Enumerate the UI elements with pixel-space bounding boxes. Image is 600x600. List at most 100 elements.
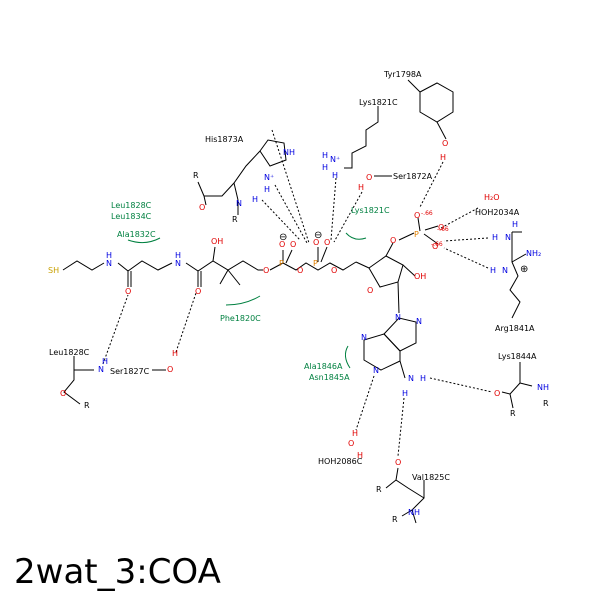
charge-2: -.66	[437, 226, 449, 233]
lys1844-nh: NH	[537, 383, 549, 392]
ser1827-h: H	[172, 349, 178, 358]
arg-h2: H	[492, 233, 498, 242]
hyd-ala1846a: Ala1846A	[304, 362, 343, 371]
val-r1: R	[376, 485, 382, 494]
ester-o: O	[263, 266, 269, 275]
arg-n2: N	[502, 266, 508, 275]
hyd-phe1820c: Phe1820C	[220, 314, 261, 323]
label-lys1844a: Lys1844A	[498, 352, 537, 361]
adenine-n3: N	[361, 333, 367, 342]
label-lys1821c: Lys1821C	[359, 98, 398, 107]
p1-o2: O	[290, 240, 296, 249]
hyd-leu1828c: Leu1828C	[111, 201, 152, 210]
hyd-leu1834c: Leu1834C	[111, 212, 152, 221]
bridge-o: O	[297, 266, 303, 275]
adenine-n1: N	[373, 366, 379, 375]
val-o: O	[395, 458, 401, 467]
p2-minus: ⊖	[314, 230, 322, 241]
p1-o1: O	[279, 240, 285, 249]
adenine-h6a: H	[420, 374, 426, 383]
ligand-bonds	[62, 79, 533, 524]
ser1872-o: O	[366, 173, 372, 182]
atom-labels: SH N H O N H O OH O P O O ⊖ O P O O ⊖ O …	[48, 139, 549, 524]
hyd-asn1845a: Asn1845A	[309, 373, 350, 382]
label-tyr1798a: Tyr1798A	[383, 70, 422, 79]
p3-o1: O	[414, 211, 420, 220]
adenine-n9: N	[395, 313, 401, 322]
lys-h1: H	[322, 151, 328, 160]
amide-h2: H	[175, 251, 181, 260]
arg-h3: H	[490, 266, 496, 275]
his-r2: R	[232, 215, 238, 224]
amide-n2: N	[175, 259, 181, 268]
label-leu1828c: Leu1828C	[49, 348, 90, 357]
his-backbone-h: H	[252, 195, 258, 204]
tyr-oh: O	[442, 139, 448, 148]
label-hoh2086c: HOH2086C	[318, 457, 363, 466]
p1-minus: ⊖	[279, 232, 287, 243]
ser1872-h: H	[358, 183, 364, 192]
leu-r: R	[84, 401, 90, 410]
amide-o2: O	[195, 287, 201, 296]
hydrophobic-labels: Leu1828C Leu1834C Ala1832C Lys1821C Phe1…	[111, 201, 390, 382]
p3-o3: O	[432, 242, 438, 251]
his-h: H	[264, 185, 270, 194]
hoh2086-h2: H	[357, 451, 363, 460]
label-his1873a: His1873A	[205, 135, 244, 144]
label-arg1841a: Arg1841A	[495, 324, 535, 333]
pantoate-oh: OH	[211, 237, 223, 246]
label-val1825c: Val1825C	[412, 473, 450, 482]
ribose-o5: O	[331, 266, 337, 275]
amide-n1: N	[106, 259, 112, 268]
tyr-h: H	[440, 153, 446, 162]
arg-nh2: NH₂	[526, 249, 541, 258]
water-2034: H₂O	[484, 193, 500, 202]
hyd-ala1832c: Ala1832C	[117, 230, 156, 239]
leu-n: N	[98, 365, 104, 374]
amide-h1: H	[106, 251, 112, 260]
his-nplus: N⁺	[264, 173, 274, 182]
adenine-n6: N	[408, 374, 414, 383]
ribose-oh: OH	[414, 272, 426, 281]
his-carbonyl-o: O	[199, 203, 205, 212]
adenine-n7: N	[416, 317, 422, 326]
p2-o2: O	[324, 238, 330, 247]
hoh2086-h1: H	[352, 429, 358, 438]
phosphate-p3: P	[414, 230, 419, 239]
residue-labels: Tyr1798A Lys1821C His1873A Ser1872A HOH2…	[49, 70, 537, 482]
lys-nplus: N⁺	[330, 155, 340, 164]
leu-h: H	[102, 357, 108, 366]
hydrophobic-arcs	[127, 232, 367, 369]
lys1844-r1: R	[510, 409, 516, 418]
diagram-caption: 2wat_3:COA	[14, 552, 221, 592]
ribose-o3: O	[390, 236, 396, 245]
ribose-ring-o: O	[367, 286, 373, 295]
ser1827-o: O	[167, 365, 173, 374]
lys-h2: H	[322, 163, 328, 172]
lys1844-r2: R	[543, 399, 549, 408]
label-hoh2034a: HOH2034A	[475, 208, 520, 217]
arg-plus: ⊕	[520, 264, 528, 275]
lys-h3: H	[332, 171, 338, 180]
phosphate-p1: P	[279, 259, 284, 268]
p3-o2: O	[438, 223, 444, 232]
arg-n1: N	[505, 233, 511, 242]
his-backbone-n: N	[236, 199, 242, 208]
p2-o1: O	[313, 238, 319, 247]
phosphate-p2: P	[313, 259, 318, 268]
leu-o: O	[60, 389, 66, 398]
label-ser1827c: Ser1827C	[110, 367, 150, 376]
hydrogen-bonds	[102, 129, 493, 457]
thiol-label: SH	[48, 266, 59, 275]
hyd-lys1821c: Lys1821C	[351, 206, 390, 215]
val-nh: NH	[408, 508, 420, 517]
charge-3: -.66	[431, 241, 443, 248]
his-r1: R	[193, 171, 199, 180]
label-ser1872a: Ser1872A	[393, 172, 433, 181]
lys1844-o: O	[494, 389, 500, 398]
hoh2086-o: O	[348, 439, 354, 448]
his-nh: NH	[283, 148, 295, 157]
val-r2: R	[392, 515, 398, 524]
amide-o1: O	[125, 287, 131, 296]
